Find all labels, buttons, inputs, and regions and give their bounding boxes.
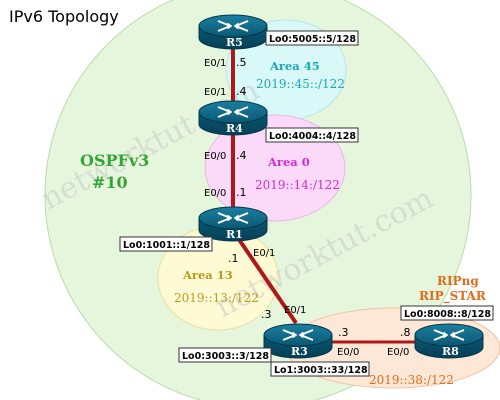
r5-loopback-label: Lo0:5005::5/128 [265, 30, 359, 46]
r1-lo0: Lo0:1001::1/128 [123, 240, 210, 251]
router-r1[interactable]: R1 [198, 206, 268, 242]
r3-e00-ip: .3 [338, 326, 349, 339]
r1-e01-ip: .1 [228, 252, 239, 265]
r4-lo0: Lo0:4004::4/128 [269, 131, 356, 142]
r1-e00-label: E0/0 [204, 188, 226, 199]
router-r1-name: R1 [226, 228, 243, 241]
ospf-process: #10 [92, 173, 128, 192]
r1-e01-label: E0/1 [253, 248, 275, 259]
r3-loopback-label-0: Lo0:3003::3/128 [178, 347, 272, 363]
router-r5[interactable]: R5 [198, 14, 268, 50]
r1-loopback-label: Lo0:1001::1/128 [119, 236, 213, 252]
area0-name: Area 0 [267, 155, 310, 169]
r5-e01-ip: .5 [236, 56, 247, 69]
area13-name: Area 13 [182, 268, 233, 282]
r4-e01-ip: .4 [236, 85, 247, 98]
r4-e01-label: E0/1 [204, 87, 226, 98]
router-r3-name: R3 [291, 345, 308, 358]
r8-loopback-label: Lo0:8008::8/128 [400, 305, 494, 321]
area13-net: 2019::13:/122 [174, 291, 259, 305]
rip-label: RIPng [437, 274, 479, 288]
r4-e00-ip: .4 [236, 149, 247, 162]
r8-e00-ip: .8 [400, 326, 411, 339]
page-title: IPv6 Topology [9, 7, 119, 26]
rip-name: RIP_STAR [419, 289, 487, 304]
router-r8[interactable]: R8 [414, 323, 484, 359]
area45-net: 2019::45::/122 [256, 77, 345, 91]
r3-lo0: Lo0:3003::3/128 [182, 351, 269, 362]
r5-e01-label: E0/1 [204, 58, 226, 69]
router-r4[interactable]: R4 [198, 100, 268, 136]
r4-e00-label: E0/0 [204, 151, 226, 162]
r4-loopback-label: Lo0:4004::4/128 [265, 127, 359, 143]
link-r1-r3 [236, 236, 298, 325]
r3-e01-label: E0/1 [284, 305, 306, 316]
router-r4-name: R4 [226, 122, 243, 135]
router-r3[interactable]: R3 [263, 323, 333, 359]
router-r8-name: R8 [442, 345, 459, 358]
r3-lo1: Lo1:3003::33/128 [274, 365, 368, 376]
area38-net: 2019::38:/122 [369, 373, 454, 387]
r3-e01-ip: .3 [261, 308, 272, 321]
r5-lo0: Lo0:5005::5/128 [269, 34, 356, 45]
ospf-label: OSPFv3 [80, 151, 149, 170]
r3-loopback-label-1: Lo1:3003::33/128 [270, 361, 370, 377]
r8-lo0: Lo0:8008::8/128 [404, 309, 491, 320]
area0-net: 2019::14:/122 [255, 178, 340, 192]
r1-e00-ip: .1 [236, 186, 247, 199]
area45-name: Area 45 [269, 59, 320, 73]
r3-e00-label: E0/0 [337, 347, 359, 358]
r8-e00-label: E0/0 [387, 347, 409, 358]
router-r5-name: R5 [226, 36, 243, 49]
